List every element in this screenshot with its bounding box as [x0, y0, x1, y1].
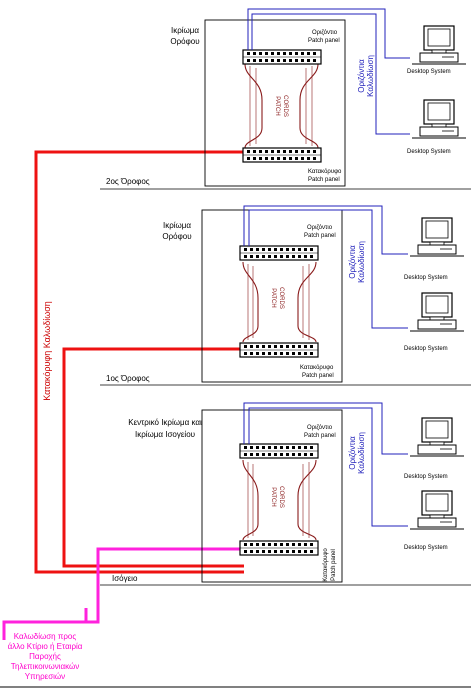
desktop-label: Desktop System — [407, 149, 451, 155]
horizontal-patch-panel — [242, 49, 322, 65]
top-panel-label: Οριζόντιο — [307, 224, 333, 231]
rack-label: Ικρίωμα — [171, 26, 199, 35]
horizontal-cabling-label: Καλωδίωση — [357, 432, 366, 474]
patch-cords — [242, 459, 317, 541]
patch-cords-label: PATCH — [270, 288, 276, 307]
floor-label: Ισόγειο — [112, 574, 138, 583]
horizontal-patch-panel — [239, 245, 319, 261]
bottom-panel-label: Κατακόρυφο — [300, 364, 334, 371]
horizontal-cabling-label: Οριζόντια — [348, 245, 357, 279]
horizontal-cabling — [243, 205, 408, 329]
vertical-patch-panel — [239, 342, 319, 358]
top-panel-label: Patch panel — [304, 433, 336, 439]
vertical-patch-panel — [242, 147, 322, 163]
bottom-panel-label: Patch panel — [331, 549, 337, 581]
rack-label: Ικρίωμα — [163, 221, 191, 230]
desktop-system-icon — [409, 417, 465, 457]
ground-floor — [201, 402, 465, 583]
desktop-system-icon — [409, 490, 465, 530]
provider-label: άλλο Κτίριο ή Εταιρία — [8, 642, 83, 651]
provider-label: Παροχής — [29, 652, 61, 661]
patch-cords — [242, 261, 317, 343]
vertical-patch-panel — [239, 540, 319, 556]
horizontal-patch-panel — [239, 443, 319, 459]
provider-cabling — [2, 547, 244, 640]
desktop-system-icon — [409, 217, 465, 257]
desktop-label: Desktop System — [404, 474, 448, 480]
horizontal-cabling-label: Καλωδίωση — [366, 55, 375, 97]
rack-frame — [204, 19, 346, 187]
horizontal-cabling-label: Οριζόντια — [348, 436, 357, 470]
floor-label: 2ος Όροφος — [106, 177, 150, 186]
floor-1 — [201, 205, 465, 383]
top-panel-label: Patch panel — [304, 233, 336, 239]
bottom-panel-label: Patch panel — [308, 177, 340, 183]
top-panel-label: Patch panel — [308, 38, 340, 44]
vertical-cabling — [34, 150, 244, 574]
rack-label: Κεντρικό Ικρίωμα και — [128, 418, 202, 427]
rack-label: Ικρίωμα Ισογείου — [135, 430, 195, 439]
patch-cords-label: CORDS — [278, 486, 284, 508]
desktop-system-icon — [411, 99, 467, 139]
horizontal-cabling-label: Καλωδίωση — [357, 241, 366, 283]
bottom-panel-label: Κατακόρυφο — [322, 548, 329, 582]
provider-label: Υπηρεσιών — [25, 672, 65, 681]
rack-label: Ορόφου — [162, 232, 191, 241]
patch-cords-label: PATCH — [270, 487, 276, 506]
horizontal-cabling — [247, 8, 410, 135]
rack-frame — [201, 409, 343, 583]
horizontal-cabling-label: Οριζόντια — [357, 59, 366, 93]
desktop-system-icon — [409, 292, 465, 332]
desktop-label: Desktop System — [404, 346, 448, 352]
top-panel-label: Οριζόντιο — [307, 424, 333, 431]
horizontal-cabling — [243, 402, 408, 527]
patch-cords — [244, 63, 319, 149]
provider-label: Τηλεπικοινωνιακών — [11, 662, 80, 671]
floor-label: 1ος Όροφος — [106, 374, 150, 383]
provider-label: Καλωδίωση προς — [14, 632, 77, 641]
bottom-panel-label: Κατακόρυφο — [308, 168, 342, 175]
desktop-label: Desktop System — [404, 275, 448, 281]
bottom-panel-label: Patch panel — [302, 373, 334, 379]
top-panel-label: Οριζόντιο — [312, 29, 338, 36]
desktop-label: Desktop System — [407, 69, 451, 75]
rack-label: Ορόφου — [170, 37, 199, 46]
floor-2 — [204, 8, 467, 187]
desktop-system-icon — [411, 25, 467, 65]
patch-cords-label: CORDS — [282, 95, 288, 117]
desktop-label: Desktop System — [404, 545, 448, 551]
patch-cords-label: PATCH — [274, 96, 280, 115]
vertical-cabling-label: Κατακόρυφη Καλωδίωση — [42, 301, 52, 401]
patch-cords-label: CORDS — [278, 287, 284, 309]
